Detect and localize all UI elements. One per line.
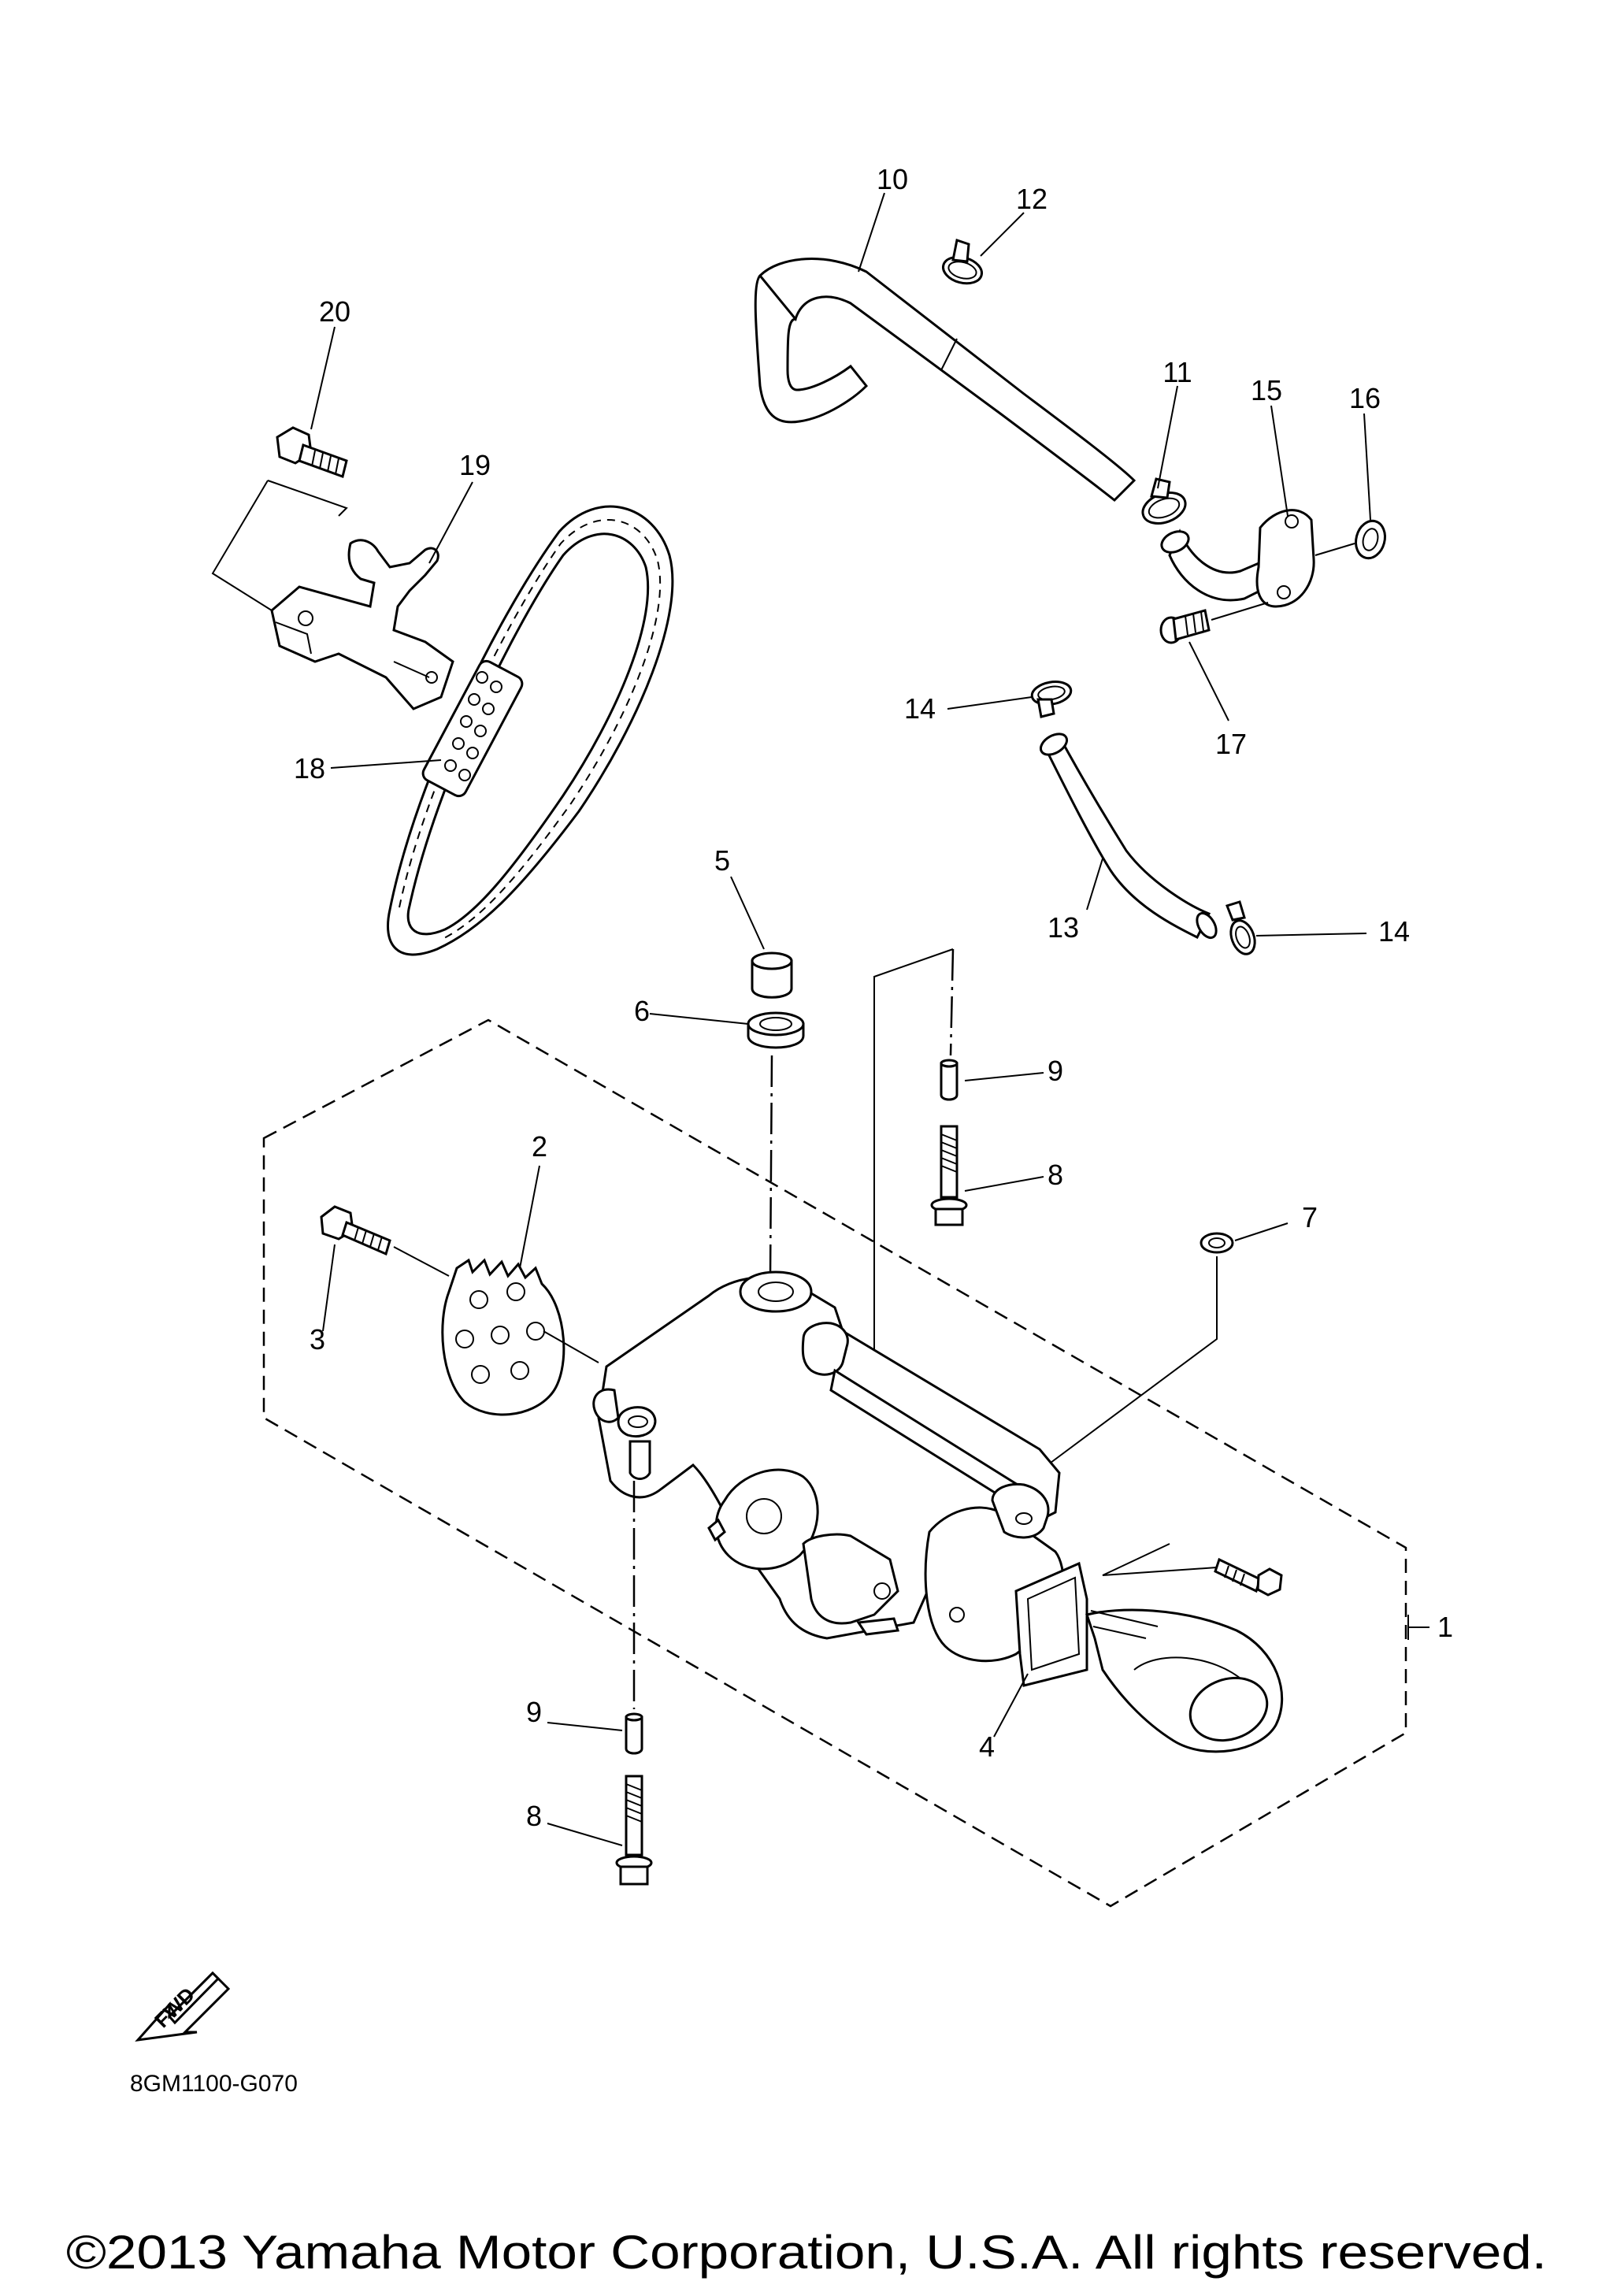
forward-direction-arrow-icon: FWD xyxy=(135,1971,231,2042)
hose-clamp-11 xyxy=(1141,477,1187,525)
hose-clamp-14-lower xyxy=(1226,900,1256,955)
dowel-pin-9-lower xyxy=(625,1712,643,1755)
chain-guide xyxy=(270,539,454,710)
callout-3: 3 xyxy=(310,1323,325,1356)
oil-seal-6 xyxy=(747,1011,805,1049)
hose-clamp-12 xyxy=(941,239,984,285)
callout-11: 11 xyxy=(1162,356,1192,388)
oil-strainer-4 xyxy=(1014,1561,1284,1753)
leader-lines xyxy=(310,192,1429,1846)
callout-15: 15 xyxy=(1251,374,1282,406)
callout-2: 2 xyxy=(532,1130,547,1163)
callout-4: 4 xyxy=(979,1730,995,1763)
gear-bolt-3 xyxy=(320,1205,391,1256)
callout-10: 10 xyxy=(877,163,908,195)
callout-8-lower: 8 xyxy=(526,1800,542,1832)
diagram-reference-code: 8GM1100-G070 xyxy=(130,2071,298,2097)
callout-14-lower: 14 xyxy=(1378,915,1410,948)
chain-guide-bolt xyxy=(276,426,348,478)
callout-14-upper: 14 xyxy=(904,692,936,725)
copyright-notice: ©2013 Yamaha Motor Corporation, U.S.A. A… xyxy=(66,2226,1547,2279)
oil-pump-assembly-boundary xyxy=(262,1018,1407,1908)
callout-19: 19 xyxy=(459,449,491,481)
pump-bolt-8-upper xyxy=(930,1125,968,1226)
callout-12: 12 xyxy=(1016,183,1048,215)
pump-drive-gear xyxy=(441,1258,565,1416)
pipe-bolt-17 xyxy=(1159,609,1211,644)
oil-seal-16 xyxy=(1355,519,1386,560)
hose-clamp-14-upper xyxy=(1030,681,1073,718)
washer-7 xyxy=(1200,1232,1234,1254)
callout-labels: 10 12 20 11 15 16 19 14 17 18 5 13 14 6 … xyxy=(294,163,1453,1832)
oil-pump-body xyxy=(592,1270,1065,1663)
oil-pump-drive-chain xyxy=(387,505,674,956)
callout-1: 1 xyxy=(1437,1611,1453,1643)
dowel-pin-9-upper xyxy=(940,1059,959,1101)
callout-9-lower: 9 xyxy=(526,1696,542,1728)
callout-6: 6 xyxy=(634,995,650,1027)
callout-18: 18 xyxy=(294,752,325,784)
drive-sprocket-links xyxy=(421,659,524,798)
oil-pipe-15 xyxy=(1160,509,1315,608)
oil-breather-hose-10 xyxy=(754,258,1137,503)
callout-16: 16 xyxy=(1349,382,1381,414)
pump-bolt-8-lower xyxy=(615,1775,653,1886)
strainer-bolt xyxy=(1214,1557,1283,1597)
callout-17: 17 xyxy=(1215,728,1247,760)
oil-hose-13 xyxy=(1039,733,1218,940)
callout-8-upper: 8 xyxy=(1048,1159,1063,1191)
collar-5 xyxy=(751,951,793,999)
callout-7: 7 xyxy=(1302,1201,1318,1233)
callout-5: 5 xyxy=(714,844,730,877)
callout-20: 20 xyxy=(319,295,350,328)
callout-13: 13 xyxy=(1048,911,1079,944)
callout-9-upper: 9 xyxy=(1048,1055,1063,1087)
